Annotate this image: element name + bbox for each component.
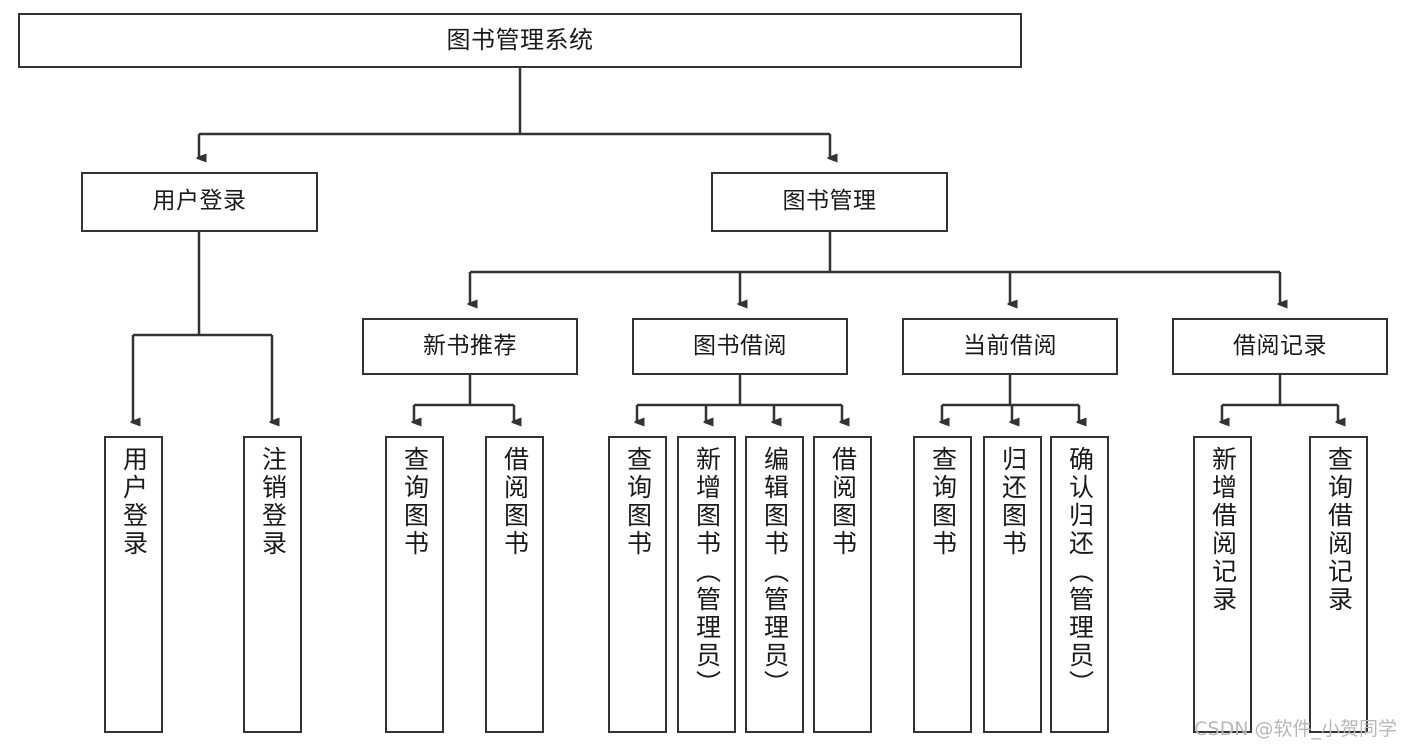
- leaf-current-query-book[interactable]: 查询图书: [913, 436, 972, 733]
- node-label: 新增图书（管理员）: [692, 446, 722, 698]
- node-current-borrow[interactable]: 当前借阅: [902, 318, 1118, 375]
- node-label: 图书管理: [782, 188, 877, 215]
- node-label: 归还图书: [998, 446, 1028, 558]
- node-borrow-records[interactable]: 借阅记录: [1172, 318, 1388, 375]
- node-label: 注销登录: [258, 446, 288, 558]
- leaf-records-add-record[interactable]: 新增借阅记录: [1193, 436, 1252, 733]
- node-label: 查询借阅记录: [1324, 446, 1354, 614]
- leaf-user-login-signout[interactable]: 注销登录: [243, 436, 302, 733]
- node-root-system[interactable]: 图书管理系统: [18, 13, 1022, 68]
- node-label: 查询图书: [400, 446, 430, 558]
- leaf-borrow-borrow-book[interactable]: 借阅图书: [813, 436, 872, 733]
- node-book-borrow[interactable]: 图书借阅: [632, 318, 848, 375]
- leaf-borrow-add-book-admin[interactable]: 新增图书（管理员）: [677, 436, 736, 733]
- node-label: 用户登录: [119, 446, 149, 558]
- node-label: 新书推荐: [423, 332, 517, 359]
- node-label: 当前借阅: [963, 332, 1057, 359]
- leaf-records-query-record[interactable]: 查询借阅记录: [1309, 436, 1368, 733]
- leaf-borrow-query-book[interactable]: 查询图书: [608, 436, 667, 733]
- node-label: 图书借阅: [693, 332, 787, 359]
- node-user-login[interactable]: 用户登录: [81, 172, 318, 232]
- node-label: 确认归还（管理员）: [1065, 446, 1095, 698]
- node-label: 借阅记录: [1233, 332, 1327, 359]
- node-label: 编辑图书（管理员）: [760, 446, 790, 698]
- node-label: 图书管理系统: [446, 26, 594, 55]
- leaf-current-confirm-return-admin[interactable]: 确认归还（管理员）: [1050, 436, 1109, 733]
- node-new-book-recommend[interactable]: 新书推荐: [362, 318, 578, 375]
- node-book-management[interactable]: 图书管理: [711, 172, 948, 232]
- leaf-new-book-borrow[interactable]: 借阅图书: [485, 436, 544, 733]
- node-label: 借阅图书: [500, 446, 530, 558]
- node-label: 查询图书: [623, 446, 653, 558]
- node-label: 新增借阅记录: [1208, 446, 1238, 614]
- node-label: 用户登录: [152, 188, 247, 215]
- leaf-new-book-query[interactable]: 查询图书: [385, 436, 444, 733]
- leaf-current-return-book[interactable]: 归还图书: [983, 436, 1042, 733]
- leaf-borrow-edit-book-admin[interactable]: 编辑图书（管理员）: [745, 436, 804, 733]
- node-label: 查询图书: [928, 446, 958, 558]
- csdn-watermark: CSDN @软件_小贺同学: [1194, 718, 1397, 740]
- node-label: 借阅图书: [828, 446, 858, 558]
- leaf-user-login-signin[interactable]: 用户登录: [104, 436, 163, 733]
